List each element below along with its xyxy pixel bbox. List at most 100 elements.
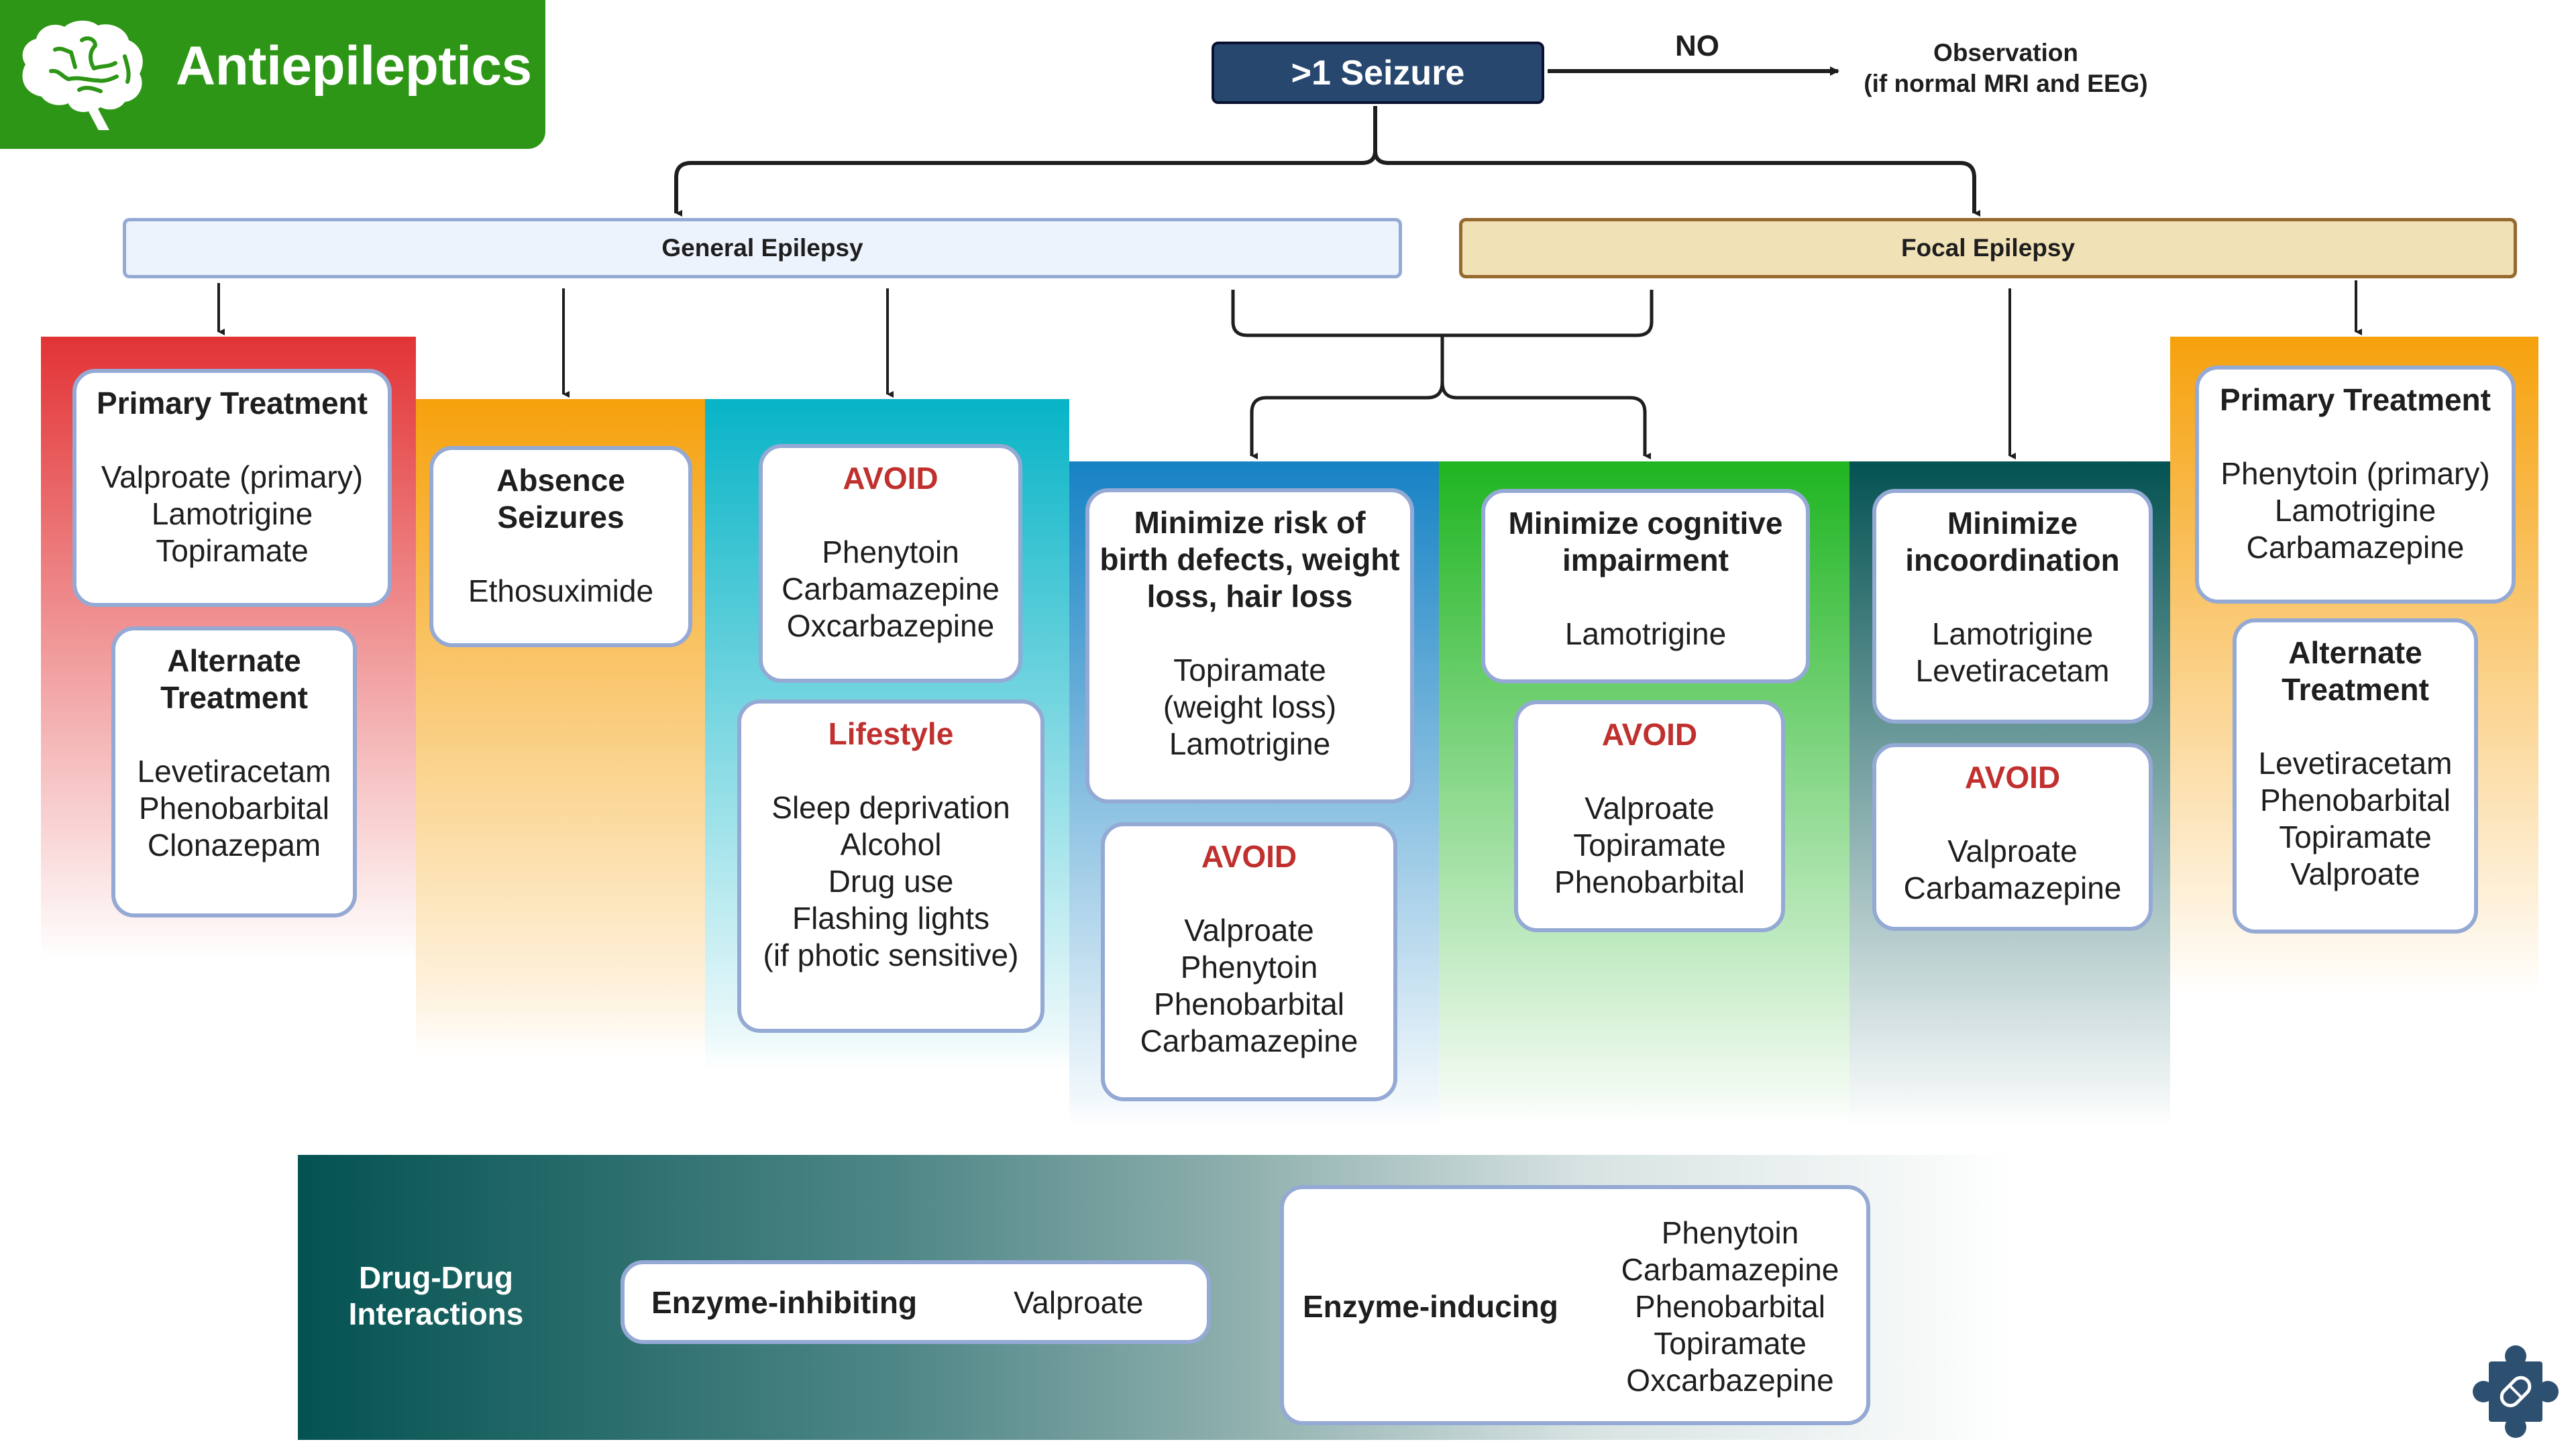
drug-item: Lamotrigine <box>1564 616 1727 651</box>
drug-item: Phenobarbital <box>1154 987 1344 1021</box>
incoordination-card: Minimize incoordination Lamotrigine Leve… <box>1872 489 2153 724</box>
to-birth-defects-arrow <box>1250 335 1444 459</box>
lifestyle-item: Sleep deprivation <box>771 790 1010 825</box>
primary-treatment-card: Primary Treatment Phenytoin (primary) La… <box>2195 366 2516 604</box>
cognitive-card: Minimize cognitive impairment Lamotrigin… <box>1481 489 1810 683</box>
drug-item: Lamotrigine <box>151 496 313 531</box>
birth-defects-card: Minimize risk of birth defects, weight l… <box>1085 488 1414 803</box>
drug-item: Phenobarbital <box>139 791 329 826</box>
drug-item: Topiramate <box>2279 820 2432 854</box>
card-title: Alternate <box>167 643 301 678</box>
enzyme-inducing-drugs: Phenytoin Carbamazepine Phenobarbital To… <box>1606 1215 1854 1399</box>
drug-item: Phenytoin (primary) <box>2220 456 2490 491</box>
general-epilepsy-bar: General Epilepsy <box>123 218 1402 278</box>
drug-item: Topiramate <box>1573 828 1726 862</box>
drug-item: Oxcarbazepine <box>786 608 995 643</box>
enzyme-inducing-box: Enzyme-inducing Phenytoin Carbamazepine … <box>1280 1185 1870 1425</box>
enzyme-inducing-label: Enzyme-inducing <box>1303 1289 1558 1324</box>
card-title: impairment <box>1562 543 1729 577</box>
drug-item: Valproate <box>1585 791 1715 826</box>
avoid-title: AVOID <box>1964 760 2061 795</box>
card-title: Minimize risk of <box>1134 505 1366 540</box>
avoid-title: AVOID <box>843 461 938 496</box>
seizure-node: >1 Seizure <box>1212 42 1544 104</box>
enzyme-inhibiting-box: Enzyme-inhibiting Valproate <box>621 1260 1211 1344</box>
drug-item: Valproate <box>2290 856 2420 891</box>
avoid-title: AVOID <box>1201 839 1297 874</box>
interactions-title-line: Interactions <box>348 1296 524 1331</box>
avoid-card: AVOID Valproate Topiramate Phenobarbital <box>1514 700 1785 932</box>
drug-item: Topiramate <box>1654 1326 1807 1361</box>
drug-item: Valproate <box>1184 913 1314 948</box>
lifestyle-item: Drug use <box>828 864 954 899</box>
alternate-treatment-card: Alternate Treatment Levetiracetam Phenob… <box>111 626 357 917</box>
card-title: Treatment <box>2282 672 2429 707</box>
drug-item: Phenobarbital <box>1554 864 1745 899</box>
enzyme-inhibiting-label: Enzyme-inhibiting <box>651 1285 918 1320</box>
card-title: Minimize <box>1947 506 2078 541</box>
drug-item: Valproate <box>1947 834 2078 869</box>
drug-item: Levetiracetam <box>137 754 331 789</box>
drug-item: Oxcarbazepine <box>1626 1363 1834 1398</box>
observation-line: (if normal MRI and EEG) <box>1864 70 2148 97</box>
drug-item: Clonazepam <box>147 828 321 862</box>
drug-item: Ethosuximide <box>468 573 654 608</box>
drug-item: Lamotrigine <box>1931 616 2094 651</box>
drug-item: Valproate (primary) <box>101 459 364 494</box>
lifestyle-item: Alcohol <box>840 827 942 862</box>
drug-item: Topiramate <box>1173 653 1326 687</box>
drug-item: Levetiracetam <box>2258 746 2453 781</box>
lifestyle-item: (if photic sensitive) <box>763 938 1019 972</box>
page-title: Antiepileptics <box>176 36 532 97</box>
drug-item: Phenytoin <box>1180 950 1318 985</box>
absence-seizures-card: Absence Seizures Ethosuximide <box>429 446 692 647</box>
card-title: Treatment <box>160 680 308 715</box>
drug-item: Carbamazepine <box>1621 1252 1839 1287</box>
drug-item: Phenytoin <box>822 535 959 569</box>
avoid-title: AVOID <box>1601 717 1698 752</box>
brain-icon <box>22 20 143 130</box>
drug-item: (weight loss) <box>1163 689 1337 724</box>
drug-item: Lamotrigine <box>2274 493 2436 528</box>
card-title: incoordination <box>1905 543 2120 577</box>
primary-treatment-card: Primary Treatment Valproate (primary) La… <box>72 369 392 607</box>
drug-item: Carbamazepine <box>1140 1023 1358 1058</box>
card-title: Primary Treatment <box>2220 382 2491 417</box>
lifestyle-item: Flashing lights <box>792 901 990 936</box>
card-title: loss, hair loss <box>1146 579 1353 614</box>
to-general-arrow <box>674 106 1377 217</box>
avoid-card: AVOID Valproate Carbamazepine <box>1872 743 2153 931</box>
drug-item: Phenobarbital <box>1635 1289 1825 1324</box>
card-title: birth defects, weight <box>1099 542 1400 577</box>
lifestyle-title: Lifestyle <box>828 716 954 751</box>
title-banner: Antiepileptics <box>0 0 545 149</box>
drug-item: Valproate <box>1014 1285 1144 1320</box>
card-title: Minimize cognitive <box>1508 506 1783 541</box>
drug-item: Carbamazepine <box>1903 871 2122 905</box>
alternate-treatment-card: Alternate Treatment Levetiracetam Phenob… <box>2233 618 2478 934</box>
lifestyle-card: Lifestyle Sleep deprivation Alcohol Drug… <box>737 700 1044 1033</box>
card-title: Seizures <box>497 500 625 535</box>
to-cognitive-arrow <box>1440 382 1651 459</box>
no-label: NO <box>1675 30 1719 62</box>
drug-item: Carbamazepine <box>782 571 1000 606</box>
interactions-title-line: Drug-Drug <box>359 1260 513 1295</box>
card-title: Primary Treatment <box>97 386 368 421</box>
observation-line: Observation <box>1933 39 2078 66</box>
puzzle-pill-icon <box>2473 1345 2559 1438</box>
drug-item: Levetiracetam <box>1915 653 2110 688</box>
card-title: Alternate <box>2288 635 2422 670</box>
to-focal-arrow <box>1373 150 1980 217</box>
observation-text: Observation (if normal MRI and EEG) <box>1838 38 2174 99</box>
focal-epilepsy-bar: Focal Epilepsy <box>1459 218 2517 278</box>
avoid-card: AVOID Valproate Phenytoin Phenobarbital … <box>1101 822 1397 1101</box>
drug-item: Phenobarbital <box>2260 783 2451 818</box>
drug-item: Phenytoin <box>1661 1215 1799 1250</box>
avoid-card: AVOID Phenytoin Carbamazepine Oxcarbazep… <box>759 444 1022 683</box>
card-title: Absence <box>496 463 625 498</box>
drug-item: Carbamazepine <box>2246 530 2465 565</box>
drug-item: Lamotrigine <box>1169 726 1331 761</box>
drug-item: Topiramate <box>156 533 309 568</box>
interactions-title: Drug-Drug Interactions <box>315 1260 557 1332</box>
